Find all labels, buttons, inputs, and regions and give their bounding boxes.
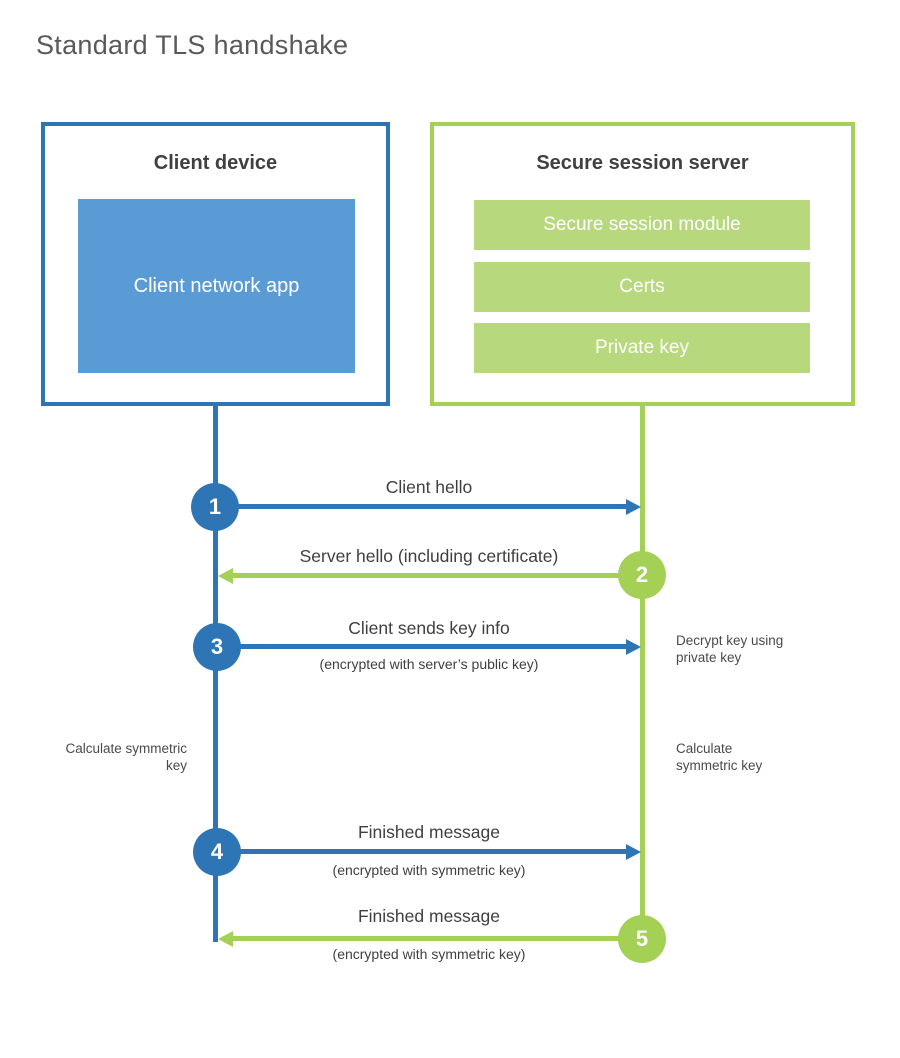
step5-circle: 5 [618, 915, 666, 963]
step3-arrow-line [217, 644, 626, 649]
step1-circle: 1 [191, 483, 239, 531]
step1-arrow-line [215, 504, 626, 509]
step5-sublabel: (encrypted with symmetric key) [332, 946, 526, 962]
step2-arrow-line [232, 573, 642, 578]
step4-arrow-line [217, 849, 626, 854]
step3-label: Client sends key info [348, 618, 510, 638]
step4-label: Finished message [357, 822, 501, 842]
client-network-app-label: Client network app [133, 274, 300, 297]
step1-arrowhead-icon [626, 499, 641, 515]
client-device-title: Client device [153, 152, 278, 174]
step2-circle: 2 [618, 551, 666, 599]
server-module-secure-session: Secure session module [474, 200, 810, 250]
page-title: Standard TLS handshake [36, 30, 349, 60]
step5-arrowhead-icon [218, 931, 233, 947]
server-module-certs: Certs [474, 262, 810, 312]
step5-label: Finished message [357, 906, 501, 926]
client-lifeline [213, 406, 218, 942]
step4-circle: 4 [193, 828, 241, 876]
step2-arrowhead-icon [218, 568, 233, 584]
server-module-private-key: Private key [474, 323, 810, 373]
note-calculate-symmetric-key-client: Calculate symmetric key [65, 741, 187, 773]
note-decrypt-key: Decrypt key using private key [676, 633, 784, 665]
step2-label: Server hello (including certificate) [299, 546, 559, 566]
note-calculate-symmetric-key-server: Calculate symmetric key [676, 741, 763, 773]
step3-arrowhead-icon [626, 639, 641, 655]
server-lifeline [640, 406, 645, 940]
step4-sublabel: (encrypted with symmetric key) [332, 862, 526, 878]
step5-arrow-line [232, 936, 642, 941]
step4-arrowhead-icon [626, 844, 641, 860]
step3-circle: 3 [193, 623, 241, 671]
step1-label: Client hello [385, 477, 473, 497]
server-title: Secure session server [536, 152, 749, 174]
step3-sublabel: (encrypted with server’s public key) [319, 656, 539, 672]
client-network-app-block: Client network app [78, 199, 355, 373]
